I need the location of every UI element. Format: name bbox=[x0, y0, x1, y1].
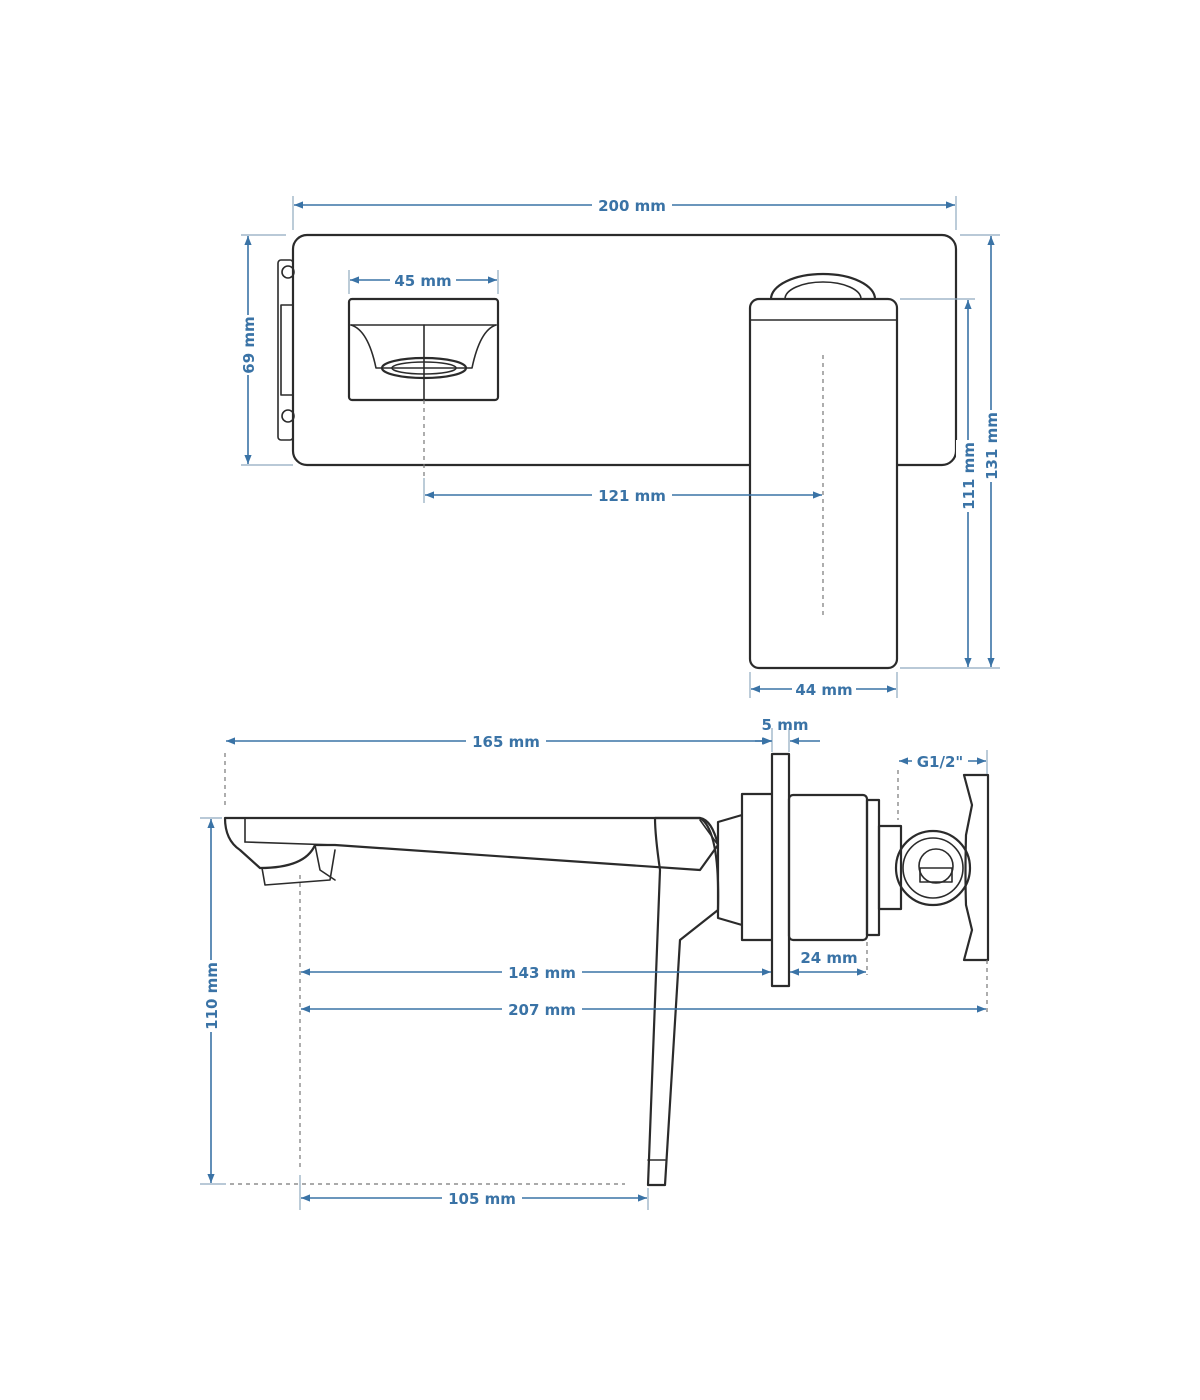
dim-label-121mm: 121 mm bbox=[598, 487, 666, 505]
spout-side bbox=[223, 816, 720, 886]
spout-outlet-front bbox=[347, 297, 500, 402]
dim-label-111mm: 111 mm bbox=[960, 442, 978, 510]
side-view: 165 mm 5 mm G1/2" 143 mm 24 mm 207 mm 11… bbox=[199, 716, 990, 1210]
dim-label-110mm: 110 mm bbox=[203, 962, 221, 1030]
valve-body-side bbox=[716, 752, 903, 988]
mounting-box-side bbox=[894, 773, 990, 962]
dim-label-24mm: 24 mm bbox=[800, 949, 857, 967]
front-view: 200 mm 45 mm 69 mm 121 mm 44 mm 111 mm 1… bbox=[236, 193, 1003, 701]
dim-label-5mm: 5 mm bbox=[762, 716, 809, 734]
dim-label-131mm: 131 mm bbox=[983, 412, 1001, 480]
dim-label-44mm: 44 mm bbox=[795, 681, 852, 699]
dim-label-207mm: 207 mm bbox=[508, 1001, 576, 1019]
dim-label-thread: G1/2" bbox=[917, 753, 963, 771]
dim-label-165mm: 165 mm bbox=[472, 733, 540, 751]
dim-label-69mm: 69 mm bbox=[240, 316, 258, 373]
dim-label-143mm: 143 mm bbox=[508, 964, 576, 982]
dim-label-105mm: 105 mm bbox=[448, 1190, 516, 1208]
lever-side bbox=[646, 816, 720, 1187]
dim-label-45mm: 45 mm bbox=[394, 272, 451, 290]
left-edge-fittings bbox=[277, 259, 295, 441]
dim-label-200mm: 200 mm bbox=[598, 197, 666, 215]
